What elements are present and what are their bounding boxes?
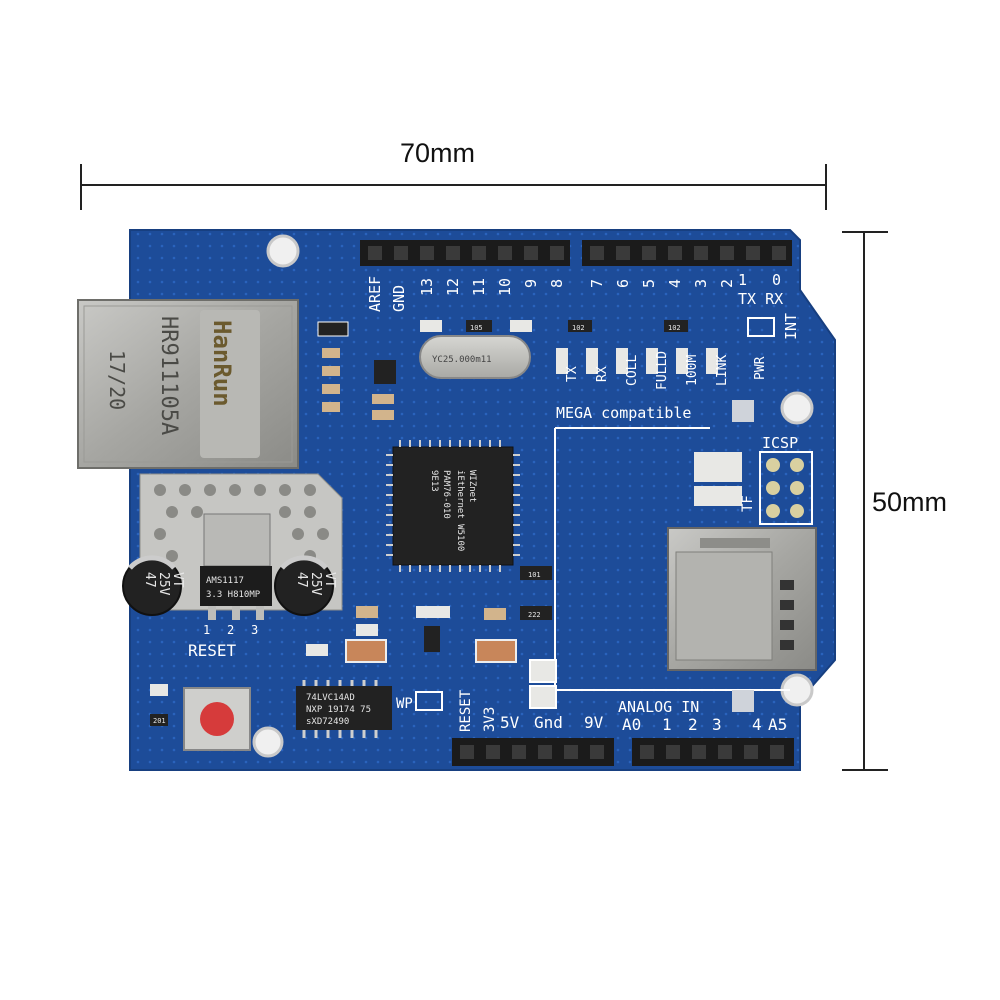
resistor-code-1: 105 [470,324,483,332]
mounting-hole [252,726,284,758]
label-gnd: GND [390,285,408,312]
power-label-5v: 5V [500,713,520,732]
resistor-code-3: 102 [668,324,681,332]
label-12: 12 [444,278,462,296]
header-top-left [360,240,570,266]
led-label-tx: TX [565,366,580,382]
regulator-pin-3: 3 [251,623,258,637]
reset-label: RESET [188,641,237,660]
logic-chip [296,686,392,730]
label-1: 1 [738,271,747,289]
analog-label-a0: A0 [622,715,641,734]
analog-label-4: 4 [752,715,762,734]
regulator-line1: AMS1117 [206,576,244,586]
regulator [200,566,272,606]
w5100-chip [392,446,514,566]
cap-left-line3: VT [170,572,185,588]
label-txrx: TX RX [738,290,783,308]
analog-in-title: ANALOG IN [618,698,699,716]
mega-compatible-label: MEGA compatible [556,404,691,422]
analog-label-1: 1 [662,715,672,734]
regulator-tab [203,513,271,567]
chip-line1: WIZnet [467,470,477,503]
height-dimension-line [863,232,865,770]
label-4: 4 [666,279,684,288]
jack-brand: HanRun [208,320,236,407]
mounting-hole [266,234,300,268]
width-dimension-label: 70mm [400,138,476,168]
cap-left-line1: 47 [142,572,157,588]
led-label-link: LINK [715,355,730,386]
wp-label: WP [396,696,413,712]
label-8: 8 [548,279,566,288]
icsp-label: ICSP [762,434,798,452]
led-label-100m: 100M [685,355,700,386]
label-9: 9 [522,279,540,288]
cap-right-line3: VT [322,572,337,588]
label-aref: AREF [366,276,384,312]
power-label-reset: RESET [458,689,474,732]
logic-chip-line3: sXD72490 [306,717,349,727]
label-10: 10 [496,278,514,296]
label-11: 11 [470,278,488,296]
label-13: 13 [418,278,436,296]
power-label-gnd: Gnd [534,713,563,732]
ethernet-jack [77,299,299,469]
sd-card-slot [667,527,817,671]
crystal [419,335,531,379]
width-dimension-tick-right [825,164,827,210]
analog-label-a5: A5 [768,715,787,734]
width-dimension-line [80,184,827,186]
power-label-3v3: 3V3 [482,707,498,732]
header-bottom-analog [632,738,794,766]
cap-left-line2: 25V [156,572,171,596]
resistor-code-4: 101 [528,571,541,579]
led-label-coll: COLL [625,355,640,386]
regulator-pin-2: 2 [227,623,234,637]
capacitor-left [122,555,182,616]
label-3: 3 [692,279,710,288]
regulator-line2: 3.3 H810MP [206,590,261,600]
cap-right-line1: 47 [294,572,309,588]
smd-components [150,317,775,726]
regulator-pin-1: 1 [203,623,210,637]
chip-line4: 9E13 [429,470,439,492]
cap-right-line2: 25V [308,572,323,596]
tf-label: TF [740,495,756,512]
analog-label-3: 3 [712,715,722,734]
chip-line3: PAM76-010 [441,470,451,519]
logic-chip-line2: NXP 19174 75 [306,705,371,715]
height-dimension-tick-bottom [842,769,888,771]
label-6: 6 [614,279,632,288]
mounting-hole [780,391,814,425]
resistor-code-6: 201 [153,717,166,725]
height-dimension-label: 50mm [872,487,948,517]
label-int: INT [782,313,800,340]
power-label-9v: 9V [584,713,604,732]
capacitor-right [274,555,334,616]
reset-button-body [183,687,251,751]
icsp-header [759,451,813,525]
header-top-right [582,240,792,266]
led-label-pwr: PWR [753,356,768,380]
logic-chip-line1: 74LVC14AD [306,693,355,703]
header-bottom-power [452,738,614,766]
label-7: 7 [588,279,606,288]
width-dimension-tick-left [80,164,82,210]
label-0: 0 [772,271,781,289]
resistor-code-2: 102 [572,324,585,332]
jack-part: HR911105A [156,316,181,435]
jack-date: 17/20 [105,350,129,410]
label-5: 5 [640,279,658,288]
crystal-marking: YC25.000m11 [432,355,492,365]
analog-label-2: 2 [688,715,698,734]
label-2: 2 [718,279,736,288]
height-dimension-tick-top [842,231,888,233]
led-label-rx: RX [595,366,610,382]
chip-line2: iEthernet W5100 [455,470,465,551]
led-label-fulld: FULLD [655,351,670,390]
resistor-code-5: 222 [528,611,541,619]
